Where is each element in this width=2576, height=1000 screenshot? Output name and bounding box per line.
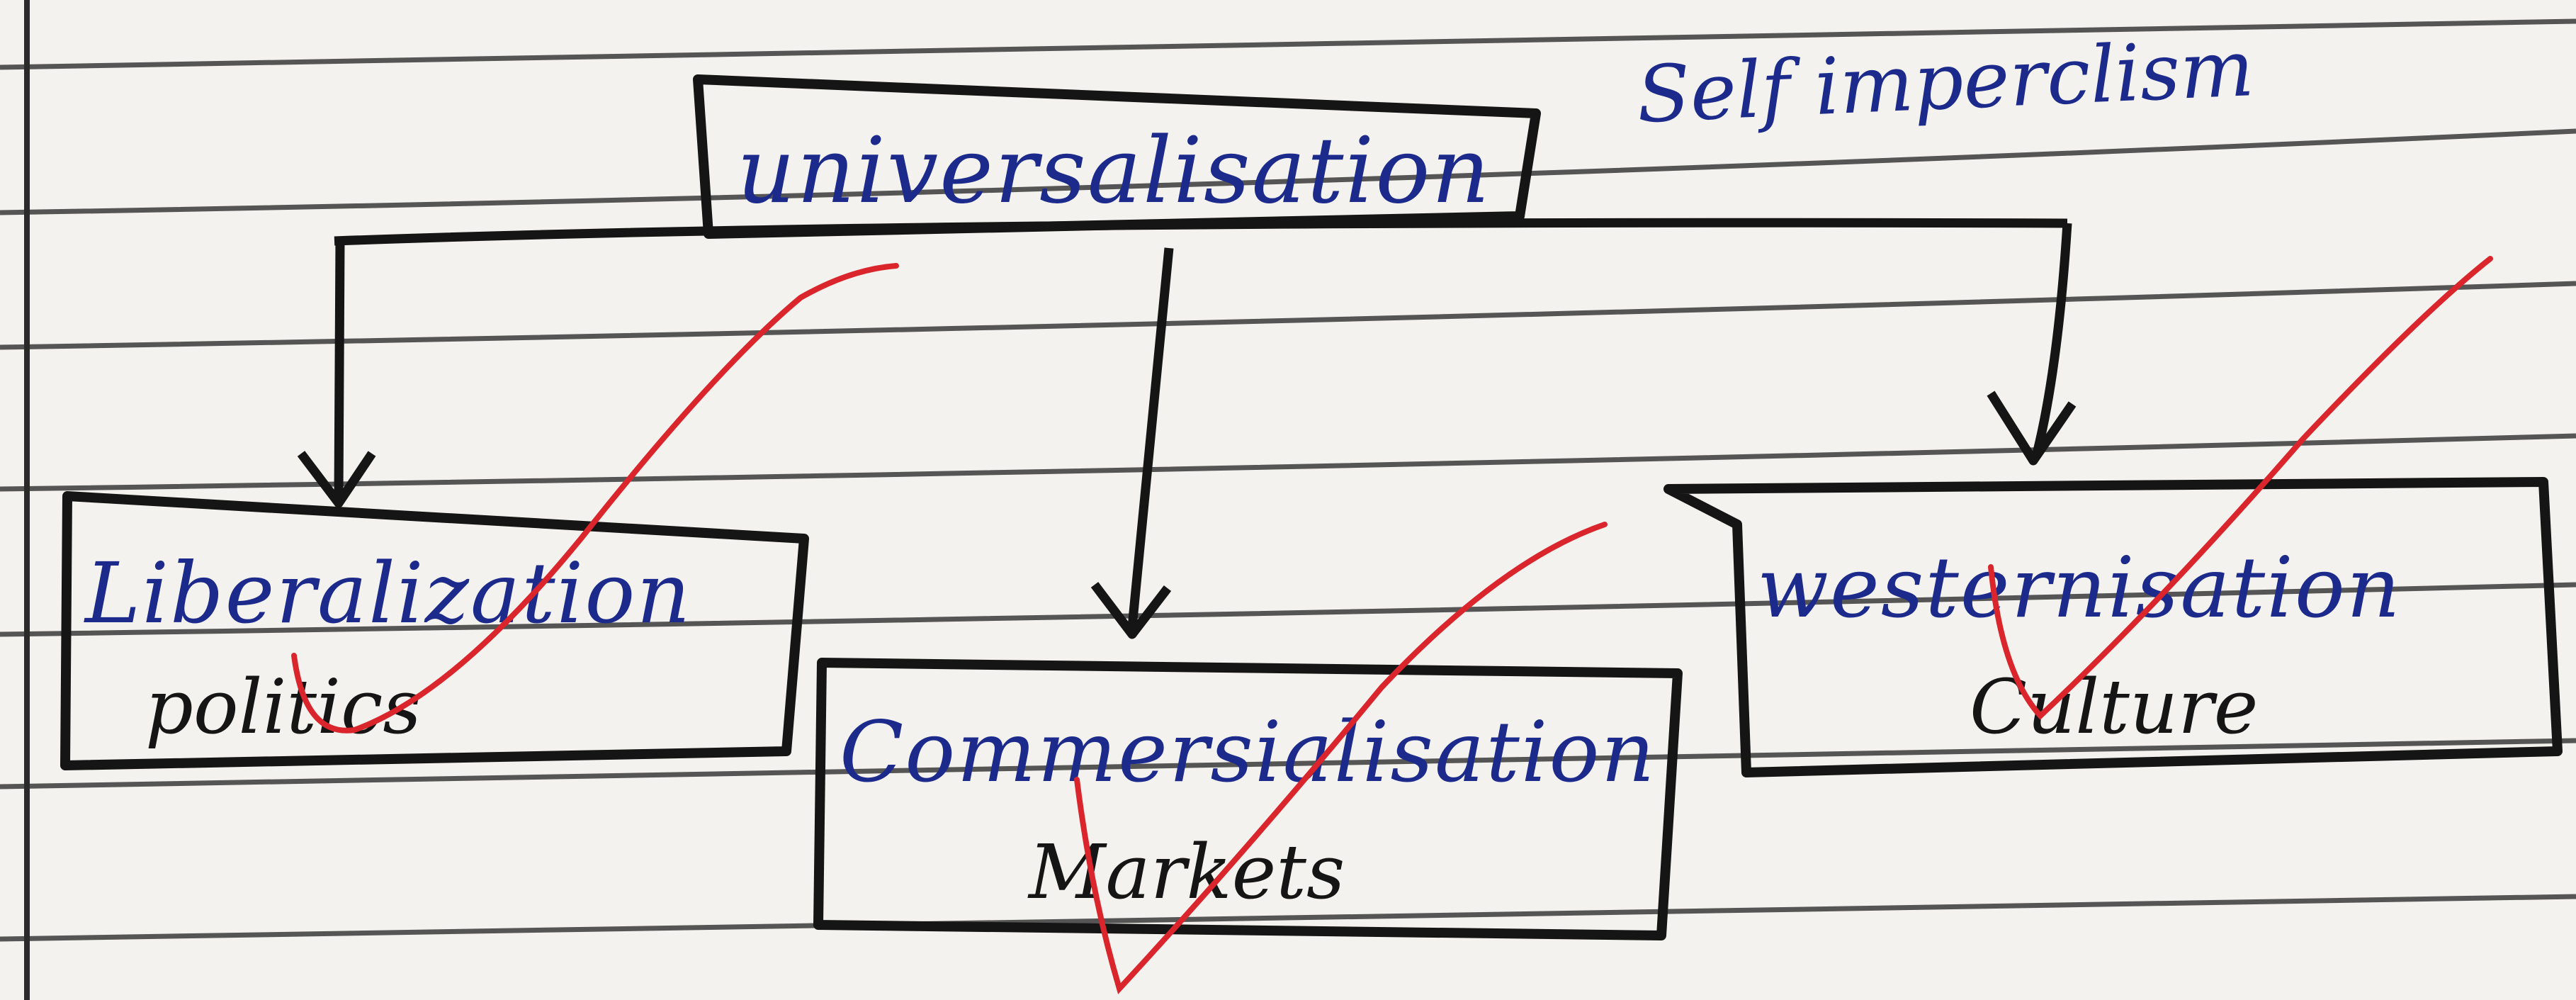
rule-line: [0, 281, 2576, 350]
right-node-title: westernisation: [1757, 539, 2402, 636]
connector-bar: [334, 218, 2068, 246]
left-node-title: Liberalization: [85, 544, 692, 642]
rule-line: [0, 128, 2576, 215]
root-box: [693, 74, 1541, 239]
middle-node-title: Commersialisation: [840, 703, 1656, 801]
root-node-label: universalisation: [737, 118, 1491, 224]
rule-line: [0, 18, 2576, 70]
left-node-subtitle: politics: [145, 663, 422, 751]
left-arrow-line: [334, 240, 345, 497]
middle-arrow-line: [1127, 247, 1174, 628]
right-node-subtitle: Culture: [1970, 663, 2259, 751]
middle-node-subtitle: Markets: [1029, 828, 1345, 916]
